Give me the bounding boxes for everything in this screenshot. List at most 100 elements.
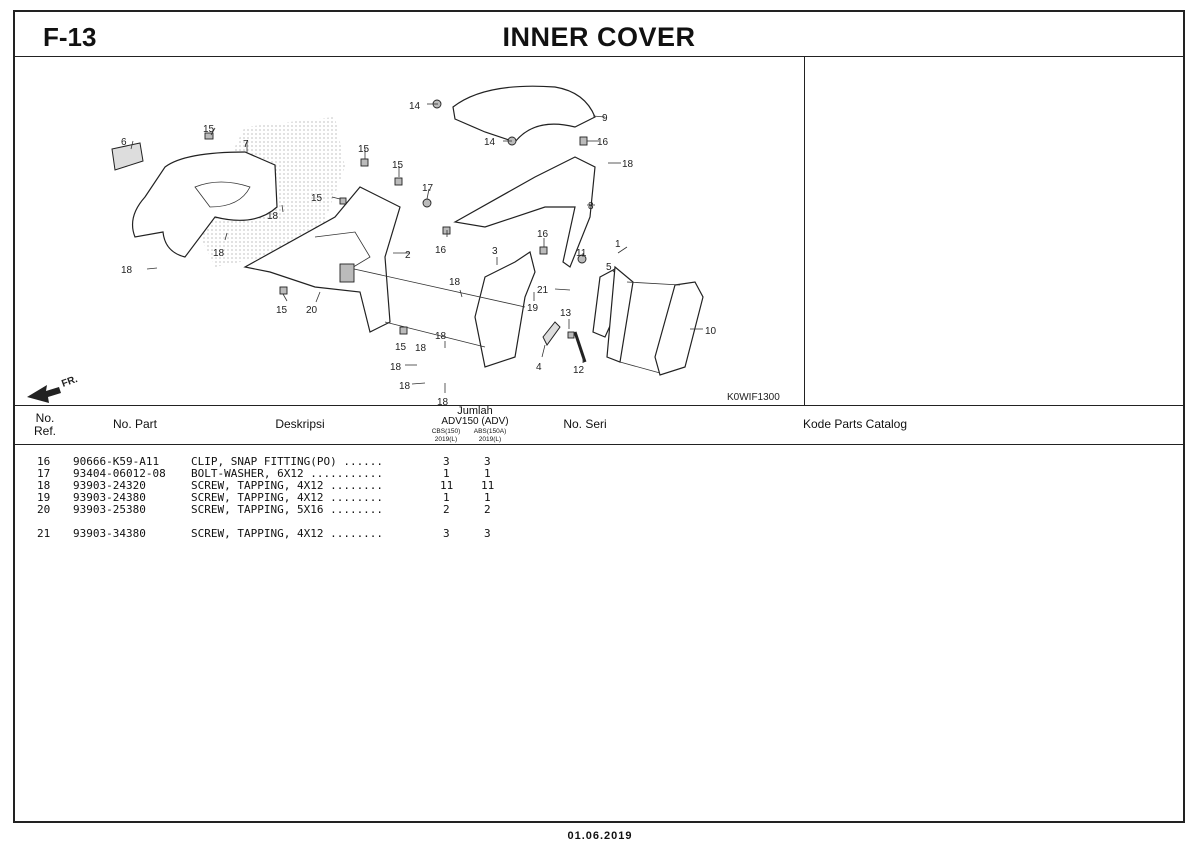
callout-5: 5 bbox=[606, 262, 612, 273]
cell-part-no: 93404-06012-08 bbox=[73, 467, 166, 480]
callout-18: 18 bbox=[213, 248, 225, 259]
table-row: 20 93903-25380 SCREW, TAPPING, 5X16 ....… bbox=[15, 503, 1183, 516]
callout-8: 8 bbox=[588, 201, 594, 212]
callout-15: 15 bbox=[311, 193, 323, 204]
col-header-description: Deskripsi bbox=[275, 417, 325, 431]
callout-18: 18 bbox=[399, 381, 411, 392]
callout-12: 12 bbox=[573, 365, 585, 376]
col-header-ref: No. Ref. bbox=[33, 411, 56, 438]
callout-labels: 6 7 15 15 15 15 17 18 18 18 2 14 14 9 16… bbox=[121, 101, 780, 405]
cell-part-no: 93903-24320 bbox=[73, 479, 146, 492]
bracket-20 bbox=[339, 263, 355, 283]
cell-ref: 16 bbox=[37, 455, 51, 468]
exploded-parts-diagram: FR. bbox=[15, 57, 805, 405]
cell-ref: 19 bbox=[37, 491, 51, 504]
assembly-line-a bbox=[626, 281, 681, 286]
cell-ref: 21 bbox=[37, 527, 51, 540]
cell-qty-abs: 3 bbox=[484, 527, 491, 540]
callout-19: 19 bbox=[527, 303, 539, 314]
table-header: No. Ref. No. Part Deskripsi Jumlah ADV15… bbox=[15, 405, 1183, 445]
table-row: 16 90666-K59-A11 CLIP, SNAP FITTING(PO) … bbox=[15, 455, 1183, 468]
grommet-11 bbox=[577, 254, 587, 264]
callout-18: 18 bbox=[390, 362, 402, 373]
callout-16: 16 bbox=[435, 245, 447, 256]
cell-description: BOLT-WASHER, 6X12 ........... bbox=[191, 467, 384, 480]
clip-15c bbox=[394, 177, 403, 186]
callout-18: 18 bbox=[622, 159, 634, 170]
callout-1: 1 bbox=[615, 239, 621, 250]
part-12-rod bbox=[573, 331, 587, 363]
table-row: 18 93903-24320 SCREW, TAPPING, 4X12 ....… bbox=[15, 479, 1183, 492]
part-10-outer-lid bbox=[654, 281, 704, 376]
callout-15: 15 bbox=[395, 342, 407, 353]
cell-description: CLIP, SNAP FITTING(PO) ...... bbox=[191, 455, 384, 468]
callout-14: 14 bbox=[409, 101, 421, 112]
cell-qty-cbs: 3 bbox=[443, 527, 450, 540]
cell-description: SCREW, TAPPING, 4X12 ........ bbox=[191, 491, 384, 504]
callout-17: 17 bbox=[422, 183, 434, 194]
callout-15: 15 bbox=[358, 144, 370, 155]
clip-15e bbox=[279, 286, 288, 295]
section-code: F-13 bbox=[43, 22, 97, 52]
col-header-part-no: No. Part bbox=[112, 417, 157, 431]
callout-18: 18 bbox=[121, 265, 133, 276]
part-8-side-rail bbox=[453, 156, 596, 268]
col-header-catalog: Kode Parts Catalog bbox=[802, 417, 908, 431]
callout-10: 10 bbox=[705, 326, 717, 337]
leader-lines bbox=[130, 103, 703, 393]
footer-date: 01.06.2019 bbox=[567, 830, 633, 842]
callout-18: 18 bbox=[437, 397, 449, 405]
callout-3: 3 bbox=[492, 246, 498, 257]
col-header-qty-title: Jumlah bbox=[457, 405, 493, 417]
clip-15f bbox=[399, 326, 408, 335]
callout-7: 7 bbox=[243, 139, 249, 150]
clip-16b bbox=[442, 226, 451, 235]
table-row: 17 93404-06012-08 BOLT-WASHER, 6X12 ....… bbox=[15, 467, 1183, 480]
col-header-serial: No. Seri bbox=[563, 417, 607, 431]
callout-14: 14 bbox=[484, 137, 496, 148]
callout-9: 9 bbox=[602, 113, 608, 124]
cell-ref: 18 bbox=[37, 479, 51, 492]
callout-16: 16 bbox=[597, 137, 609, 148]
callout-15: 15 bbox=[276, 305, 288, 316]
callout-18: 18 bbox=[435, 331, 447, 342]
clip-13 bbox=[567, 331, 575, 339]
cell-description: SCREW, TAPPING, 4X12 ........ bbox=[191, 527, 384, 540]
cell-part-no: 93903-25380 bbox=[73, 503, 146, 516]
cell-description: SCREW, TAPPING, 5X16 ........ bbox=[191, 503, 384, 516]
cell-qty-cbs: 3 bbox=[443, 455, 450, 468]
callout-18: 18 bbox=[449, 277, 461, 288]
callout-16: 16 bbox=[537, 229, 549, 240]
cell-qty-abs: 1 bbox=[484, 467, 491, 480]
part-2-center-panel bbox=[243, 186, 401, 333]
callout-4: 4 bbox=[536, 362, 542, 373]
cell-qty-abs: 11 bbox=[481, 479, 495, 492]
cell-qty-cbs: 1 bbox=[443, 491, 450, 504]
callout-11: 11 bbox=[576, 248, 587, 259]
part-3-inner-box bbox=[474, 251, 536, 368]
cell-ref: 20 bbox=[37, 503, 51, 516]
cell-qty-abs: 1 bbox=[484, 491, 491, 504]
cell-part-no: 93903-24380 bbox=[73, 491, 146, 504]
clip-15a bbox=[204, 132, 214, 140]
part-9-upper-cover bbox=[452, 85, 596, 143]
callout-21: 21 bbox=[537, 285, 549, 296]
side-panel bbox=[805, 57, 1185, 405]
callout-2: 2 bbox=[405, 250, 411, 261]
guide-line-1 bbox=[344, 266, 526, 308]
callout-18: 18 bbox=[267, 211, 279, 222]
callout-15: 15 bbox=[392, 160, 404, 171]
part-6-bracket bbox=[111, 142, 144, 171]
callout-13: 13 bbox=[560, 308, 572, 319]
diagram-ref-code: K0WIF1300 bbox=[727, 392, 780, 403]
col-header-qty-cbs: CBS(150) 2019(L) bbox=[431, 428, 461, 443]
clip-15b bbox=[360, 158, 369, 167]
clip-16c bbox=[539, 246, 548, 255]
clip-15d bbox=[339, 197, 347, 205]
col-header-qty-abs: ABS(150A) 2019(L) bbox=[473, 428, 507, 443]
cell-description: SCREW, TAPPING, 4X12 ........ bbox=[191, 479, 384, 492]
part-4-stay bbox=[542, 321, 561, 346]
page-header: F-13 INNER COVER bbox=[15, 12, 1183, 57]
guide-line-2 bbox=[384, 321, 486, 348]
front-arrow-icon bbox=[27, 385, 61, 403]
